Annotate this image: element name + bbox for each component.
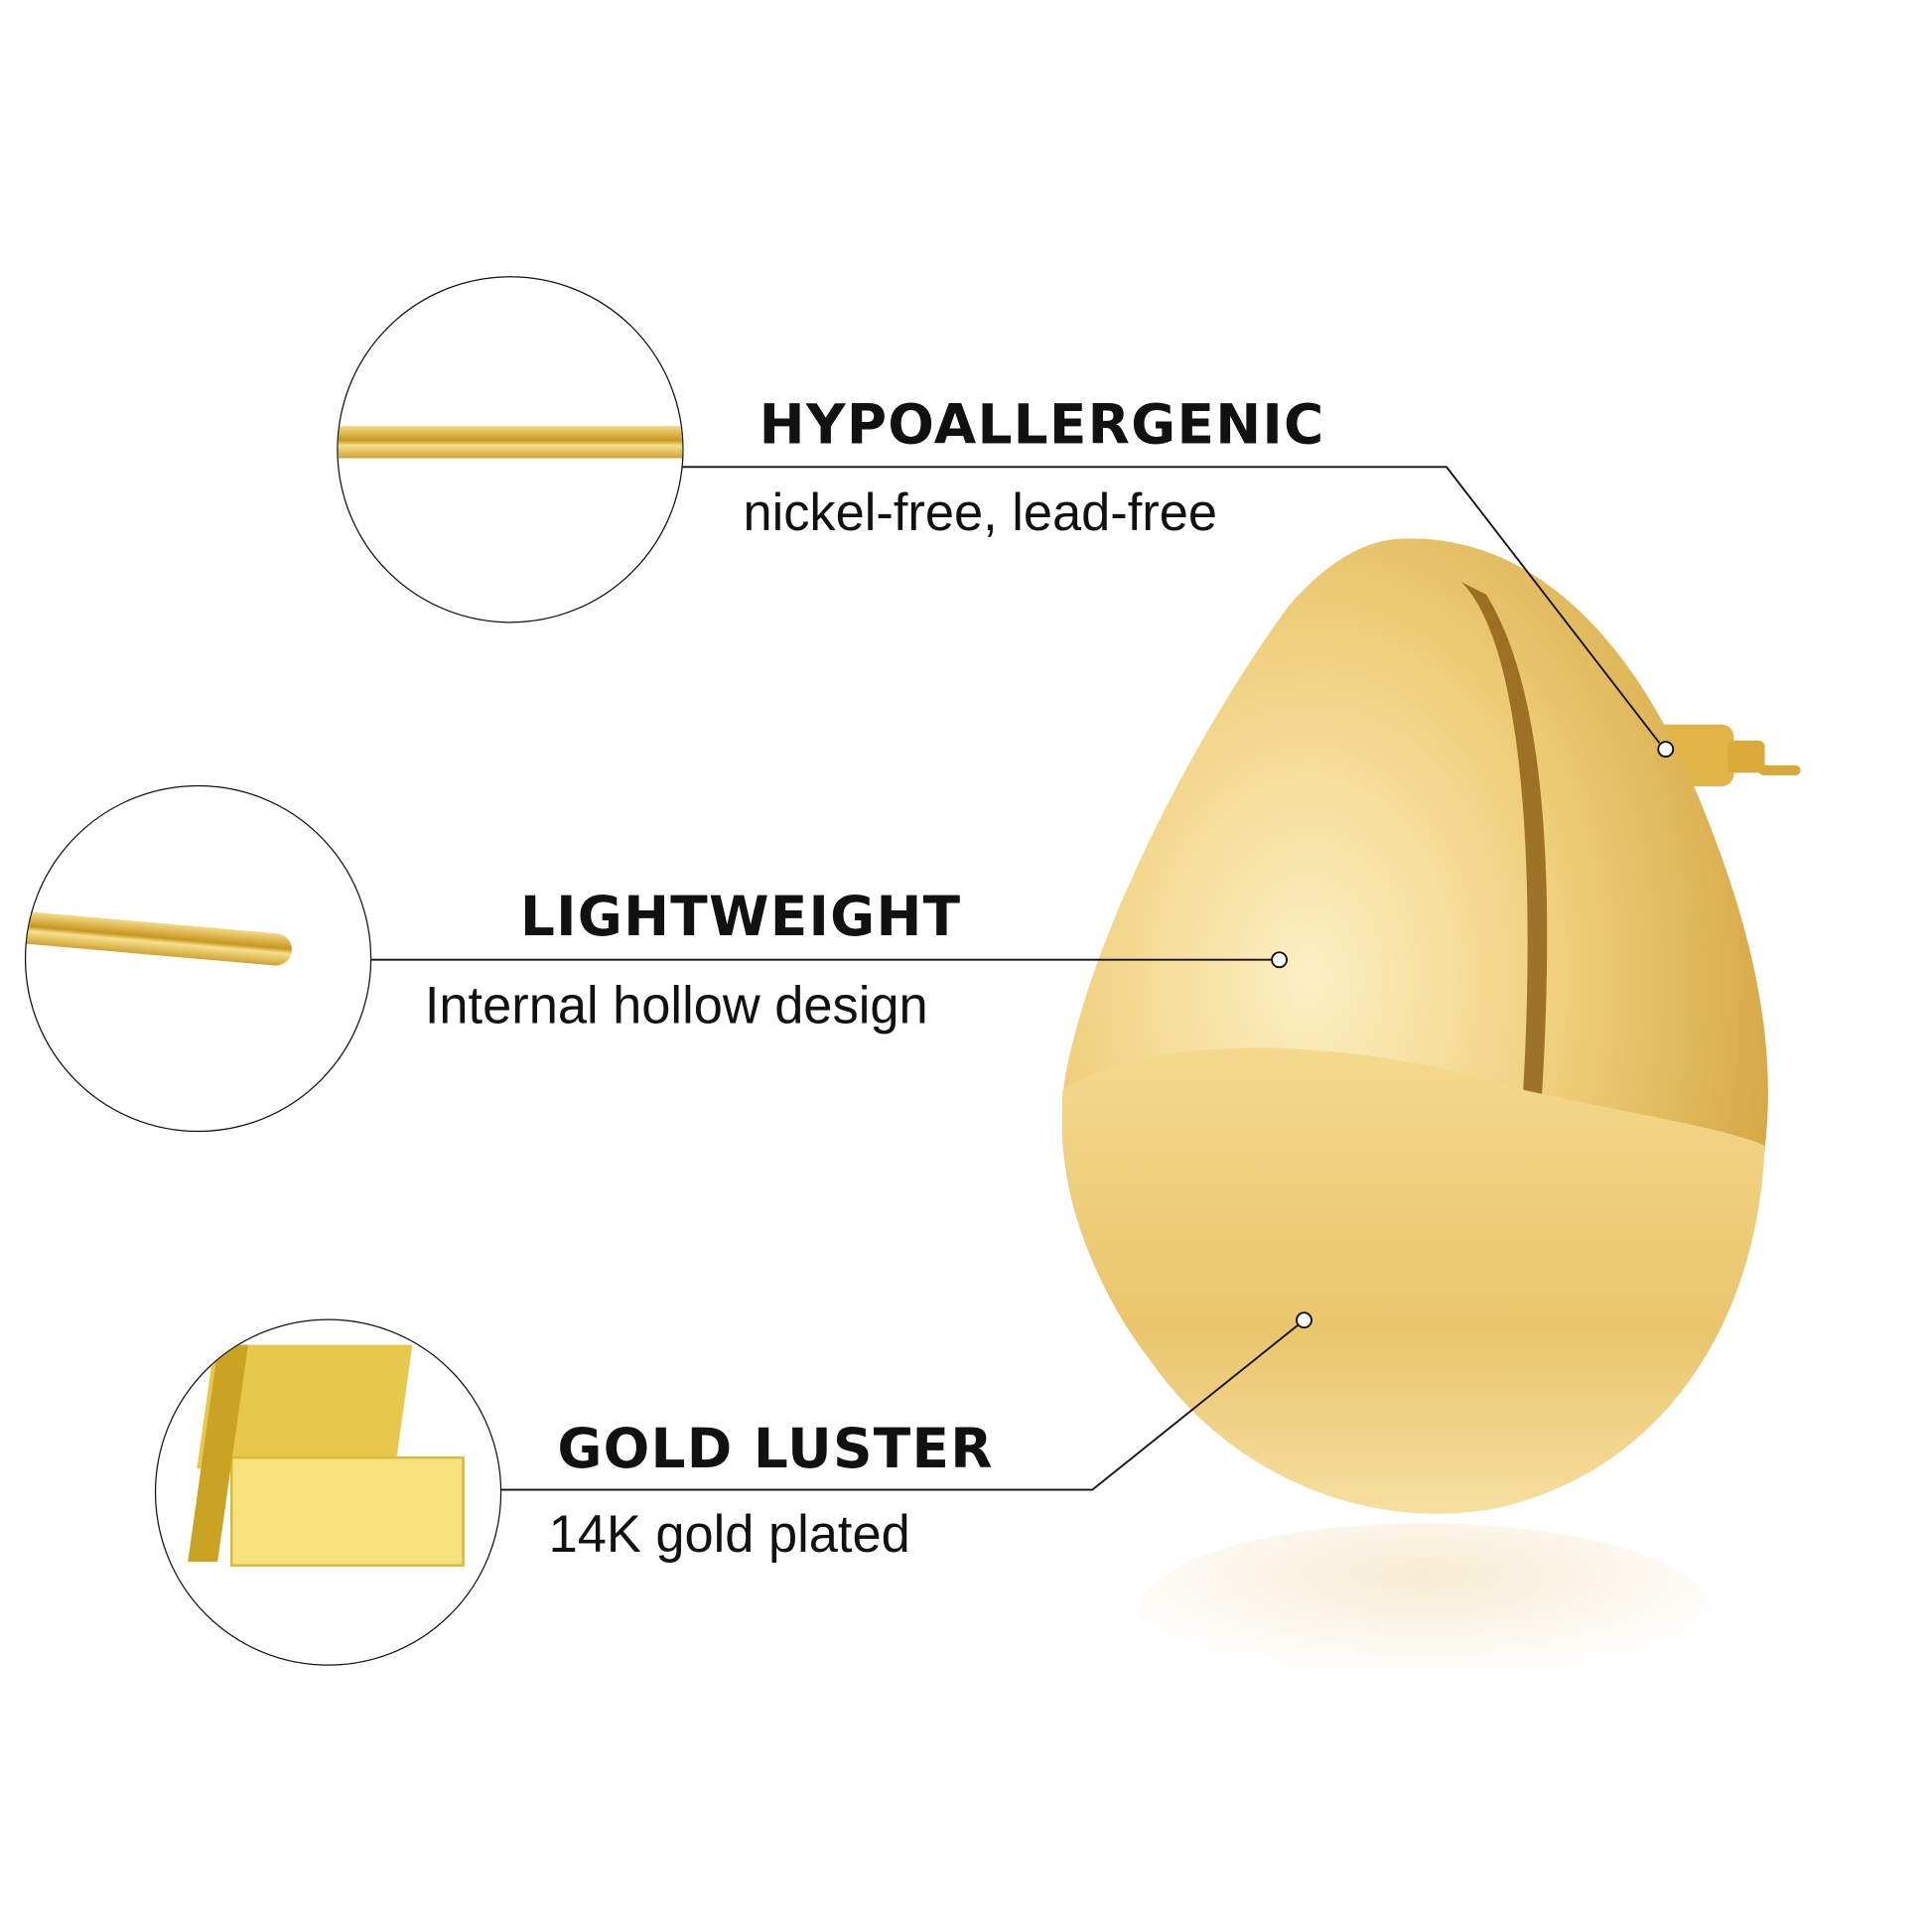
feature-subtitle-gold-luster: 14K gold plated — [548, 1504, 910, 1564]
wire-icon — [337, 276, 684, 623]
feature-subtitle-hypoallergenic: nickel-free, lead-free — [743, 483, 1217, 542]
reflection — [1139, 1523, 1710, 1697]
feature-title-lightweight: LIGHTWEIGHT — [519, 885, 962, 949]
earring-lower-fold — [1061, 1047, 1765, 1514]
callout-lines — [371, 466, 1661, 1491]
gold-bar-icon — [154, 1318, 502, 1666]
pin-icon — [24, 784, 372, 1133]
feature-title-hypoallergenic: HYPOALLERGENIC — [759, 393, 1325, 458]
callout-dots — [1271, 741, 1675, 1329]
feature-subtitle-lightweight: Internal hollow design — [424, 975, 928, 1035]
feature-title-gold-luster: GOLD LUSTER — [557, 1418, 994, 1481]
earring-fold — [1460, 582, 1548, 1096]
